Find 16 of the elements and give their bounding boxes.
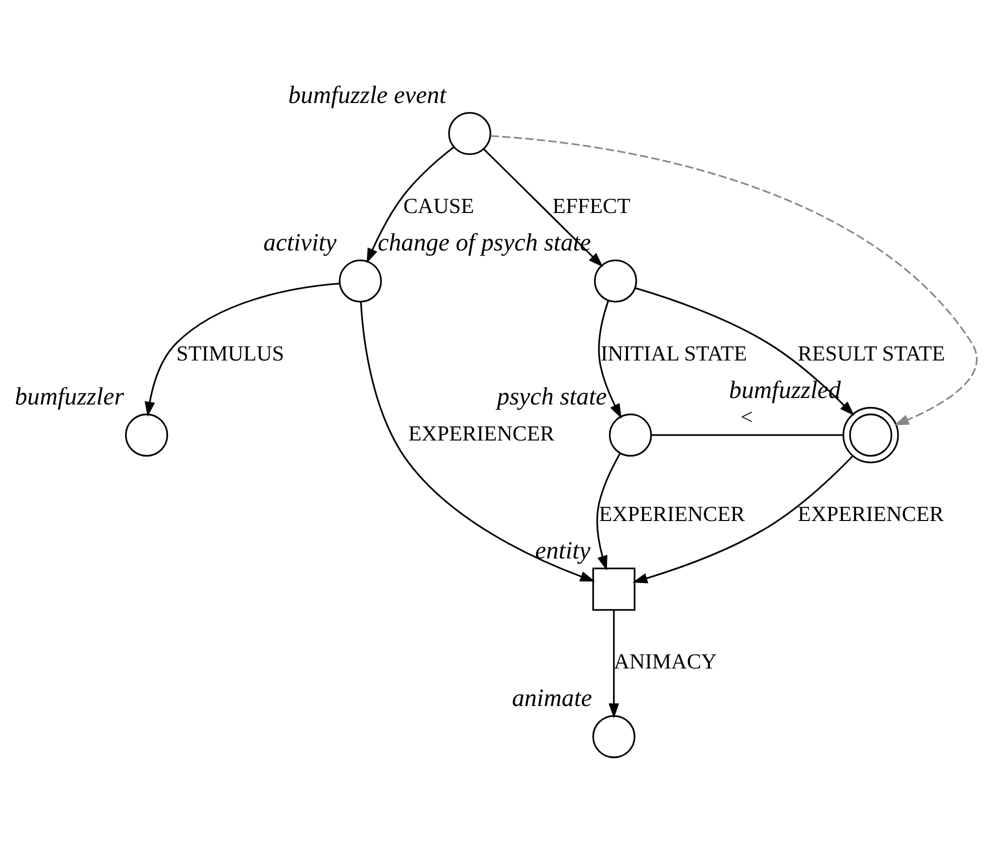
- node-label: activity: [263, 229, 337, 256]
- edge-label: INITIAL STATE: [600, 341, 747, 366]
- edge-label: <: [740, 405, 753, 430]
- edge-label: EXPERIENCER: [408, 422, 554, 446]
- node-label: bumfuzzle event: [288, 82, 446, 109]
- node-label: psych state: [497, 383, 607, 410]
- edge-label: CAUSE: [403, 194, 474, 218]
- edge-label: RESULT STATE: [798, 341, 946, 366]
- edge-label: ANIMACY: [614, 650, 717, 674]
- edge-label: EXPERIENCER: [598, 502, 745, 526]
- node-label: bumfuzzler: [14, 383, 124, 410]
- edge-label: EXPERIENCER: [798, 502, 944, 526]
- edge-label: STIMULUS: [176, 341, 284, 366]
- edge-label: EFFECT: [552, 194, 630, 218]
- node-label: animate: [512, 685, 592, 712]
- node-label: entity: [535, 538, 590, 565]
